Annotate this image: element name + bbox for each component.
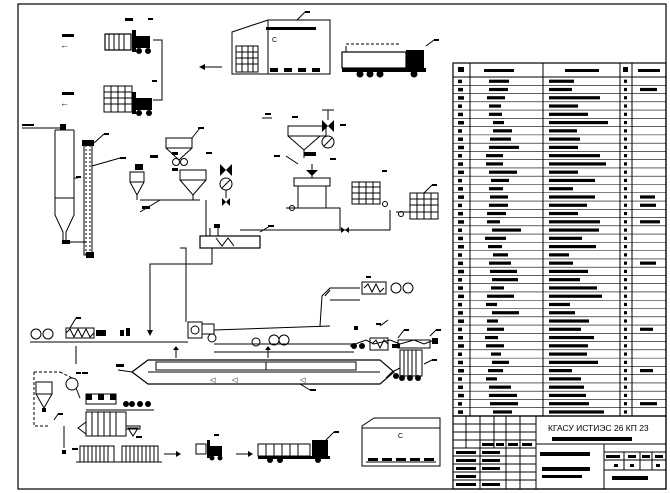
kiln: ◁ ◁ ◁: [131, 359, 395, 385]
table-row: [458, 352, 627, 356]
table-row: [458, 402, 657, 406]
table-row: [458, 335, 627, 340]
table-row: [458, 253, 627, 257]
table-row: [458, 220, 660, 224]
forklift-icon: [132, 92, 152, 116]
table-header: [458, 67, 464, 72]
table-row: [458, 187, 627, 191]
pallet-icon: [103, 85, 133, 113]
mixer-icon: [293, 164, 331, 209]
svg-text:◁: ◁: [210, 377, 216, 384]
table-row: [458, 344, 627, 348]
table-row: [458, 327, 653, 332]
warehouse-icon: C: [361, 417, 441, 467]
drawing-code: КГАСУ ИСТИЭС 26 КП 23: [548, 423, 649, 433]
mixer-icon: [199, 224, 261, 249]
svg-text:◁: ◁: [300, 377, 306, 384]
table-row: [458, 278, 627, 282]
direction-arrow: ←: [60, 98, 69, 108]
table-row: [458, 302, 627, 307]
table-row: [458, 393, 627, 398]
table-row: [458, 96, 627, 100]
table-row: [458, 145, 627, 150]
table-row: [458, 120, 627, 125]
conveyor-icon: [30, 327, 106, 340]
table-row: [458, 203, 656, 208]
table-row: [458, 311, 627, 315]
gauge-icon: [321, 135, 335, 149]
hopper-icon: [287, 125, 327, 158]
table-row: [458, 269, 627, 274]
hopper-icon: [165, 137, 193, 166]
table-row: [458, 410, 627, 414]
truck-icon: [257, 440, 330, 463]
table-row: [458, 245, 627, 249]
truck-icon: [341, 43, 426, 78]
direction-arrow: ←: [60, 40, 69, 50]
table-row: [458, 294, 627, 299]
table-row: [458, 137, 627, 142]
table-row: [458, 154, 627, 158]
valve-icon: [322, 109, 334, 132]
silo-icon: [22, 124, 75, 244]
hopper-icon: [129, 164, 145, 200]
table-row: [458, 286, 627, 290]
table-row: [458, 87, 657, 92]
table-row: [458, 104, 627, 108]
table-row: [458, 228, 627, 232]
table-row: [458, 319, 627, 323]
valve-icon: [220, 164, 232, 176]
table-row: [458, 170, 627, 175]
forklift-icon: [104, 18, 151, 54]
table-row: [458, 195, 655, 199]
title-block: КГАСУ ИСТИЭС 26 КП 23: [452, 415, 667, 490]
svg-text:C: C: [398, 433, 403, 440]
warehouse-icon: C: [231, 19, 331, 75]
table-row: [458, 178, 627, 183]
table-row: [458, 377, 627, 381]
svg-text:◁: ◁: [232, 377, 238, 384]
equipment-table: [452, 62, 667, 417]
hopper-icon: [179, 169, 207, 200]
table-row: [458, 112, 627, 117]
table-row: [458, 369, 653, 373]
bucket-elevator: [82, 140, 94, 258]
pallet-icon: [351, 181, 381, 205]
table-row: [458, 236, 627, 241]
pallet-icon: [409, 192, 439, 220]
gauge-icon: [219, 177, 233, 191]
table-row: [458, 129, 627, 133]
table-row: [458, 360, 627, 365]
table-row: [458, 79, 627, 84]
table-row: [458, 162, 627, 166]
svg-text:C: C: [272, 37, 277, 44]
table-row: [458, 261, 656, 266]
table-row: [458, 385, 627, 390]
conveyor-icon: [76, 445, 162, 463]
forklift-icon: [195, 440, 223, 461]
table-row: [458, 211, 627, 216]
cyclone: [33, 346, 88, 427]
